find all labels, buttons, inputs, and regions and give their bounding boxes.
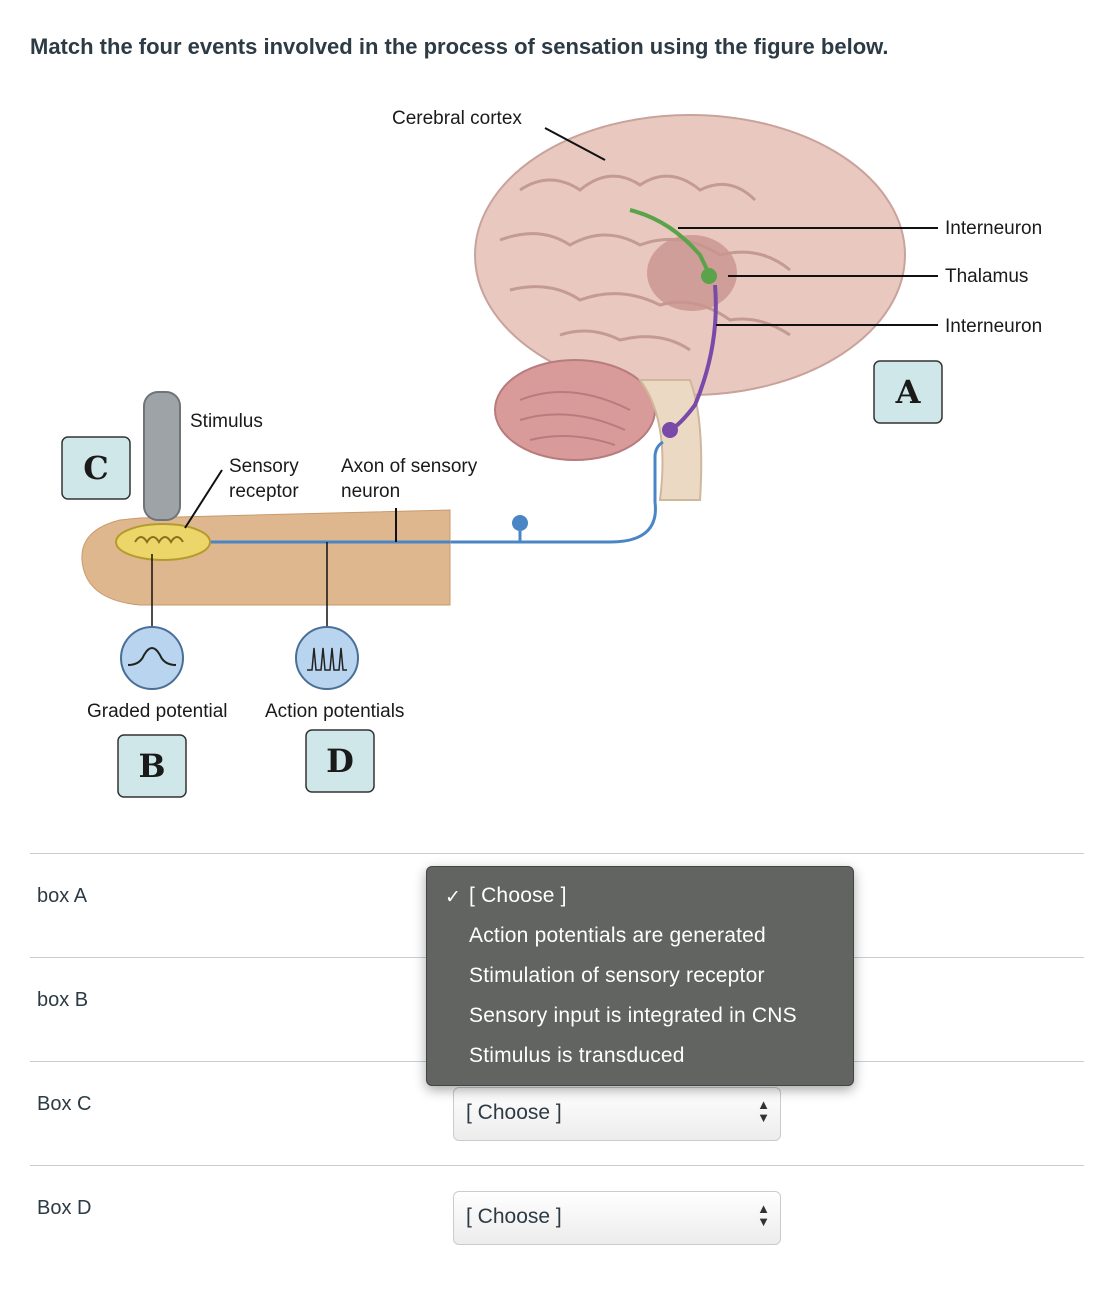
- box-a-letter: A: [895, 373, 922, 411]
- dropdown-option-choose[interactable]: [ Choose ]: [469, 884, 567, 907]
- select-box-d[interactable]: [ Choose ] ▲▼: [453, 1191, 781, 1245]
- question-text: Match the four events involved in the pr…: [30, 34, 889, 59]
- label-action-potentials: Action potentials: [265, 701, 404, 722]
- interneuron-purple-body: [662, 422, 678, 438]
- row-label-box-d: Box D: [37, 1197, 92, 1219]
- label-thalamus: Thalamus: [945, 266, 1028, 287]
- dropdown-option-transduced[interactable]: Stimulus is transduced: [469, 1044, 685, 1067]
- sensory-cell-body: [512, 515, 528, 531]
- label-cerebral-cortex: Cerebral cortex: [392, 108, 522, 129]
- label-stimulus: Stimulus: [190, 411, 263, 432]
- select-arrows-icon: ▲▼: [757, 1201, 770, 1229]
- dropdown-menu[interactable]: ✓ [ Choose ] Action potentials are gener…: [426, 866, 854, 1086]
- box-c: C: [61, 436, 131, 500]
- dropdown-option-action-potentials[interactable]: Action potentials are generated: [469, 924, 766, 947]
- interneuron-green: [629, 208, 710, 273]
- action-potentials-icon: [295, 626, 359, 690]
- row-label-box-c: Box C: [37, 1093, 92, 1115]
- label-neuron: neuron: [341, 481, 400, 502]
- sensory-receptor-shape: [115, 523, 211, 561]
- select-box-d-value: [ Choose ]: [466, 1205, 562, 1228]
- cerebellum: [494, 359, 656, 461]
- label-sensory: Sensory: [229, 456, 299, 477]
- sensation-figure: Cerebral cortex Interneuron Thalamus Int…: [61, 108, 1042, 798]
- checkmark-icon: ✓: [445, 887, 461, 908]
- box-d-letter: D: [326, 742, 354, 780]
- box-b-letter: B: [138, 747, 165, 785]
- box-c-letter: C: [83, 449, 108, 487]
- box-b: B: [117, 734, 187, 798]
- label-interneuron-top: Interneuron: [945, 218, 1042, 239]
- row-divider: [30, 853, 1084, 854]
- select-box-c[interactable]: [ Choose ] ▲▼: [453, 1087, 781, 1141]
- select-arrows-icon: ▲▼: [757, 1097, 770, 1125]
- sensory-axon: [210, 440, 664, 544]
- row-label-box-a: box A: [37, 885, 88, 907]
- row-divider: [30, 1165, 1084, 1166]
- dropdown-option-integrated[interactable]: Sensory input is integrated in CNS: [469, 1004, 797, 1027]
- box-a: A: [873, 360, 943, 424]
- graded-potential-icon: [120, 626, 184, 690]
- label-interneuron-bottom: Interneuron: [945, 316, 1042, 337]
- label-graded-potential: Graded potential: [87, 701, 228, 722]
- select-box-c-value: [ Choose ]: [466, 1101, 562, 1124]
- box-d: D: [305, 729, 375, 793]
- interneuron-green-body: [701, 268, 717, 284]
- row-label-box-b: box B: [37, 989, 89, 1011]
- dropdown-option-stimulation[interactable]: Stimulation of sensory receptor: [469, 964, 765, 987]
- brain-illustration: [474, 114, 906, 501]
- label-receptor: receptor: [229, 481, 299, 502]
- interneuron-purple: [669, 284, 718, 432]
- label-axon-of-sensory: Axon of sensory: [341, 456, 478, 477]
- stimulus-probe: [143, 391, 181, 521]
